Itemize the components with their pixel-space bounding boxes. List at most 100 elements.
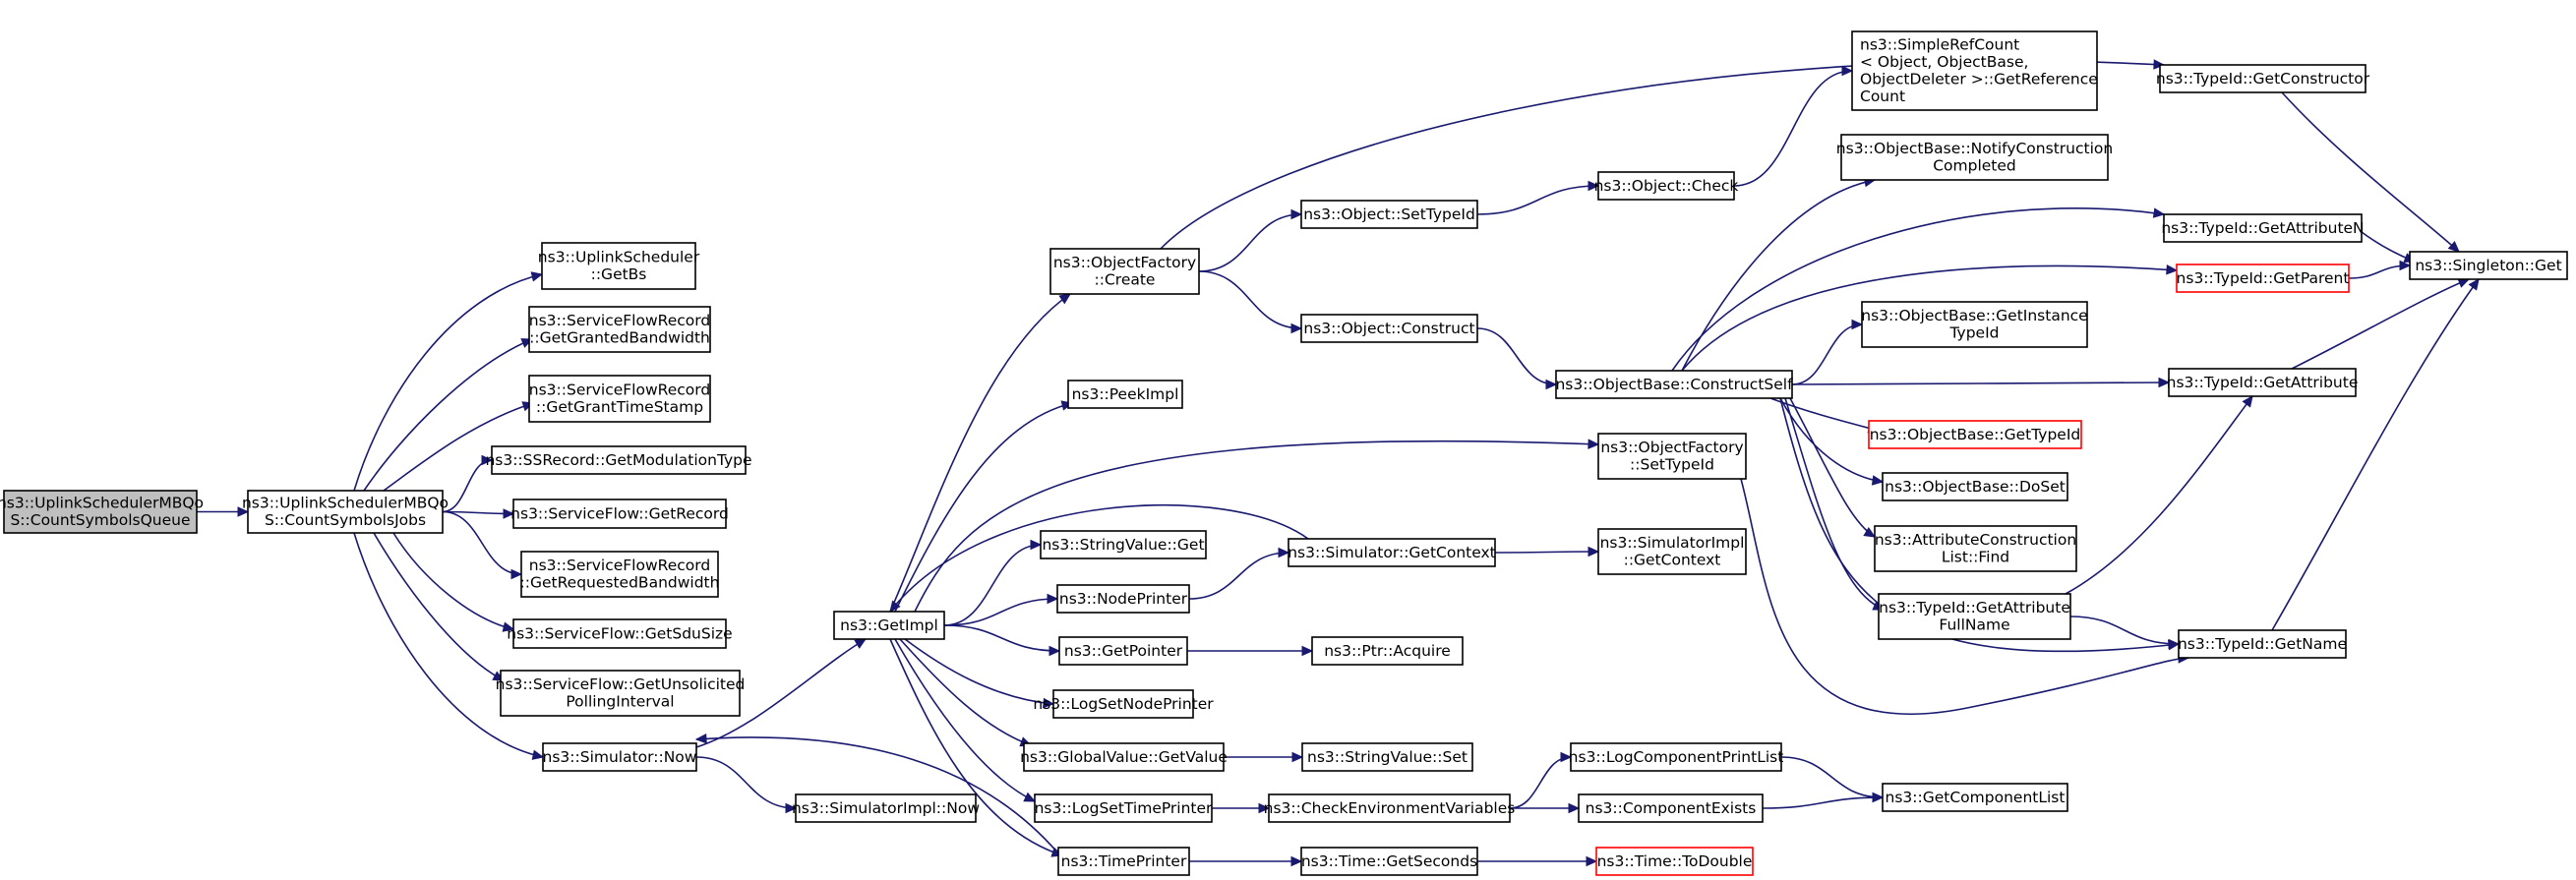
call-edge <box>899 638 1033 747</box>
function-node[interactable]: ns3::TypeId::GetName <box>2178 629 2347 659</box>
edge-line <box>2271 278 2480 631</box>
edge-line <box>2291 278 2470 370</box>
function-node[interactable]: ns3::StringValue::Set <box>1301 742 1473 772</box>
function-node[interactable]: ns3::CheckEnvironmentVariables <box>1264 793 1516 823</box>
function-node[interactable]: ns3::Singleton::Get <box>2409 251 2568 280</box>
edge-line <box>1780 756 1884 798</box>
function-node[interactable]: ns3::ObjectBase::DoSet <box>1882 472 2068 501</box>
function-node[interactable]: ns3::Object::Check <box>1594 171 1739 201</box>
function-node[interactable]: ns3::TypeId::GetAttribute <box>2167 368 2359 397</box>
node-label: ns3::UplinkSchedulerMBQo <box>242 495 449 512</box>
edge-line <box>1784 397 1885 611</box>
edge-line <box>1198 270 1302 329</box>
edge-line <box>894 638 1036 802</box>
function-node[interactable]: ns3::ServiceFlow::GetRecord <box>510 499 729 529</box>
function-node[interactable]: ns3::GetPointer <box>1058 636 1188 666</box>
node-box <box>541 242 696 290</box>
function-node[interactable]: ns3::TypeId::GetConstructor <box>2156 64 2370 93</box>
arrowhead-icon <box>510 568 523 580</box>
call-edge <box>943 539 1043 626</box>
arrowhead-icon <box>2152 207 2166 218</box>
function-node[interactable]: ns3::SimpleRefCount< Object, ObjectBase,… <box>1851 30 2098 111</box>
node-box <box>795 793 977 823</box>
function-node[interactable]: ns3::ComponentExists <box>1578 793 1764 823</box>
node-label: Completed <box>1933 157 2016 175</box>
function-node[interactable]: ns3::TypeId::GetParent <box>2176 264 2350 293</box>
function-node[interactable]: ns3::NodePrinter <box>1056 584 1190 614</box>
function-node[interactable]: ns3::GlobalValue::GetValue <box>1020 742 1228 772</box>
function-node[interactable]: ns3::Time::GetSeconds <box>1300 847 1478 876</box>
function-node[interactable]: ns3::Object::Construct <box>1300 314 1478 343</box>
function-node[interactable]: ns3::TypeId::GetAttributeN <box>2161 213 2365 243</box>
function-node[interactable]: ns3::Object::SetTypeId <box>1300 200 1478 229</box>
function-node[interactable]: ns3::SSRecord::GetModulationType <box>485 445 752 475</box>
call-edge <box>943 624 1061 657</box>
arrowhead-icon <box>2153 59 2166 70</box>
function-node[interactable]: ns3::ObjectBase::NotifyConstructionCompl… <box>1836 134 2113 181</box>
edge-line <box>889 638 1063 856</box>
node-label: ns3::Ptr::Acquire <box>1324 642 1451 660</box>
function-node[interactable]: ns3::GetImpl <box>833 611 945 640</box>
function-node[interactable]: ns3::ObjectBase::ConstructSelf <box>1555 370 1793 399</box>
arrowhead-icon <box>2447 241 2460 253</box>
function-node[interactable]: ns3::StringValue::Get <box>1040 530 1207 559</box>
function-node[interactable]: ns3::UplinkSchedulerMBQoS::CountSymbolsJ… <box>242 490 449 534</box>
function-node[interactable]: ns3::ServiceFlowRecord::GetRequestedBand… <box>520 551 720 598</box>
arrowhead-icon <box>502 621 515 632</box>
function-node[interactable]: ns3::LogSetTimePrinter <box>1034 793 1213 823</box>
edge-line <box>1671 207 2165 372</box>
node-box <box>1049 248 1200 295</box>
node-box <box>1595 847 1754 876</box>
node-label: S::CountSymbolsJobs <box>265 511 426 529</box>
node-label: ns3::TypeId::GetAttribute <box>1879 599 2070 616</box>
call-edge <box>1198 270 1303 334</box>
function-node[interactable]: ns3::ServiceFlow::GetUnsolicitedPollingI… <box>496 670 746 717</box>
function-node[interactable]: ns3::LogSetNodePrinter <box>1033 689 1214 719</box>
function-node[interactable]: ns3::TimePrinter <box>1057 847 1190 876</box>
function-node[interactable]: ns3::SimulatorImpl::GetContext <box>1597 528 1747 575</box>
node-label: ns3::SimulatorImpl::Now <box>792 799 980 817</box>
call-edge <box>1762 792 1885 809</box>
node-label: ns3::TypeId::GetAttributeN <box>2161 219 2364 237</box>
node-label: ns3::LogSetNodePrinter <box>1033 695 1214 713</box>
function-node[interactable]: ns3::GetComponentList <box>1882 783 2068 812</box>
call-edge <box>894 638 1037 802</box>
node-box <box>1040 530 1207 559</box>
call-edge <box>1791 377 2171 388</box>
node-box <box>542 742 697 772</box>
node-label: ns3::GetPointer <box>1064 642 1183 660</box>
function-node[interactable]: ns3::ServiceFlow::GetSduSize <box>507 618 733 649</box>
node-label: ::GetRequestedBandwidth <box>520 574 720 592</box>
arrowhead-icon <box>1290 323 1303 334</box>
function-node[interactable]: ns3::PeekImpl <box>1067 380 1183 409</box>
call-edge <box>2065 395 2253 595</box>
function-node[interactable]: ns3::LogComponentPrintList <box>1569 742 1784 772</box>
function-node[interactable]: ns3::Simulator::Now <box>542 742 697 772</box>
node-box <box>247 490 444 534</box>
function-node[interactable]: ns3::ServiceFlowRecord::GetGrantTimeStam… <box>528 375 711 423</box>
function-node[interactable]: ns3::Simulator::GetContext <box>1288 538 1496 567</box>
call-edge <box>1187 645 1314 657</box>
arrowhead-icon <box>530 271 544 282</box>
arrowhead-icon <box>1588 180 1600 192</box>
node-label: ns3::LogComponentPrintList <box>1569 748 1784 766</box>
node-box <box>1057 847 1190 876</box>
function-node[interactable]: ns3::ObjectBase::GetTypeId <box>1868 420 2082 449</box>
node-label: Count <box>1860 88 1905 105</box>
function-node[interactable]: ns3::ServiceFlowRecord::GetGrantedBandwi… <box>528 306 711 353</box>
call-edge <box>1198 208 1303 272</box>
node-box <box>1578 793 1764 823</box>
function-node[interactable]: ns3::ObjectFactory::Create <box>1049 248 1200 295</box>
call-edge <box>1791 319 1864 385</box>
function-node[interactable]: ns3::ObjectFactory::SetTypeId <box>1597 433 1747 480</box>
function-node[interactable]: ns3::Time::ToDouble <box>1595 847 1754 876</box>
function-node[interactable]: ns3::SimulatorImpl::Now <box>792 793 980 823</box>
function-node[interactable]: ns3::Ptr::Acquire <box>1311 636 1464 666</box>
edge-line <box>1494 551 1599 554</box>
function-node[interactable]: ns3::UplinkScheduler::GetBs <box>538 242 700 290</box>
call-edge <box>353 271 544 492</box>
